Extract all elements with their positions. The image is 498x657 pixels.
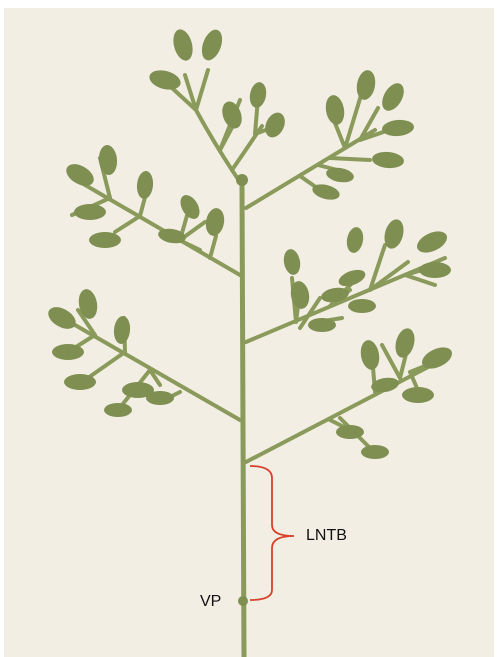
vp-label: VP [200, 594, 221, 610]
main-axis [242, 185, 244, 657]
lntb-label: LNTB [306, 528, 347, 544]
lntb-bracket [250, 466, 294, 600]
spikelets [45, 27, 456, 459]
node-marker [238, 596, 248, 606]
